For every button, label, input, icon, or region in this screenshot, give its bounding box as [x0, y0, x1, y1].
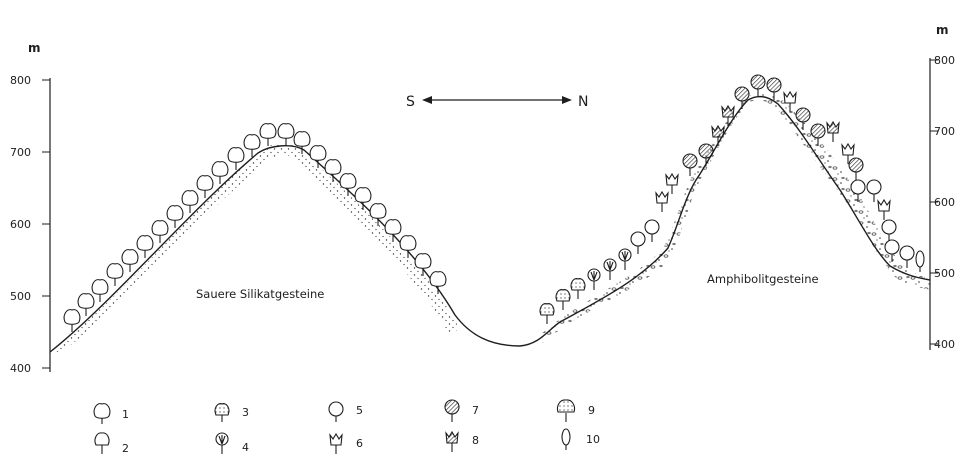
legend-number-10: 10: [586, 433, 600, 446]
legend-item-2: 2: [95, 433, 129, 455]
left-tick-label-800: 800: [10, 74, 31, 87]
stippled-tree-icon: [215, 404, 229, 422]
right-tick-label-500: 500: [934, 267, 955, 280]
legend-item-5: 5: [329, 402, 363, 422]
legend-item-10: 10: [562, 429, 600, 450]
legend-item-6: 6: [330, 434, 363, 454]
right-elevation-axis: m 800 700 600 500 400: [930, 23, 955, 351]
broadleaf-tree-icon: [94, 404, 110, 424]
left-axis-unit: m: [28, 41, 41, 55]
legend-number-5: 5: [356, 404, 363, 417]
left-tick-label-500: 500: [10, 290, 31, 303]
legend-number-4: 4: [242, 441, 249, 454]
legend-item-1: 1: [94, 404, 129, 424]
arrow-right-icon: [562, 96, 572, 104]
round-crown-tree-icon: [329, 402, 343, 422]
legend: 1 2 3 4 5 6 7: [94, 400, 600, 455]
legend-number-2: 2: [122, 442, 129, 455]
hatched-round-tree-icon: [445, 400, 459, 422]
legend-item-9: 9: [557, 400, 595, 422]
left-bedrock-stipple: [50, 143, 460, 352]
right-tick-label-400: 400: [934, 338, 955, 351]
left-tick-label-700: 700: [10, 146, 31, 159]
right-slope-trees: [540, 75, 924, 324]
hatched-cup-tree-icon: [446, 432, 458, 452]
right-mountain-rock-label: Amphibolitgesteine: [707, 272, 819, 286]
right-axis-unit: m: [936, 23, 949, 37]
legend-item-8: 8: [446, 432, 479, 452]
left-tick-label-600: 600: [10, 218, 31, 231]
broadleaf-tree-round-icon: [95, 433, 109, 454]
legend-number-1: 1: [122, 408, 129, 421]
left-mountain-rock-label: Sauere Silikatgesteine: [196, 287, 324, 301]
legend-number-6: 6: [356, 437, 363, 450]
legend-number-3: 3: [242, 406, 249, 419]
dotted-bushy-tree-icon: [557, 400, 574, 422]
left-elevation-axis: m 800 700 600 500 400: [10, 41, 50, 375]
right-bedrock-rubble: [540, 93, 930, 346]
fan-tree-icon: [216, 433, 228, 454]
legend-item-7: 7: [445, 400, 479, 422]
direction-north-label: N: [578, 94, 588, 110]
right-tick-label-800: 800: [934, 54, 955, 67]
legend-item-3: 3: [215, 404, 249, 422]
legend-number-7: 7: [472, 404, 479, 417]
legend-item-4: 4: [216, 433, 249, 454]
right-tick-label-700: 700: [934, 125, 955, 138]
cup-crown-tree-icon: [330, 434, 342, 454]
terrain-profile: [50, 93, 930, 353]
direction-indicator: S N: [406, 94, 588, 110]
right-tick-label-600: 600: [934, 196, 955, 209]
columnar-tree-icon: [562, 429, 570, 450]
legend-number-8: 8: [472, 434, 479, 447]
arrow-left-icon: [422, 96, 432, 104]
left-tick-label-400: 400: [10, 362, 31, 375]
direction-south-label: S: [406, 94, 415, 110]
legend-number-9: 9: [588, 404, 595, 417]
